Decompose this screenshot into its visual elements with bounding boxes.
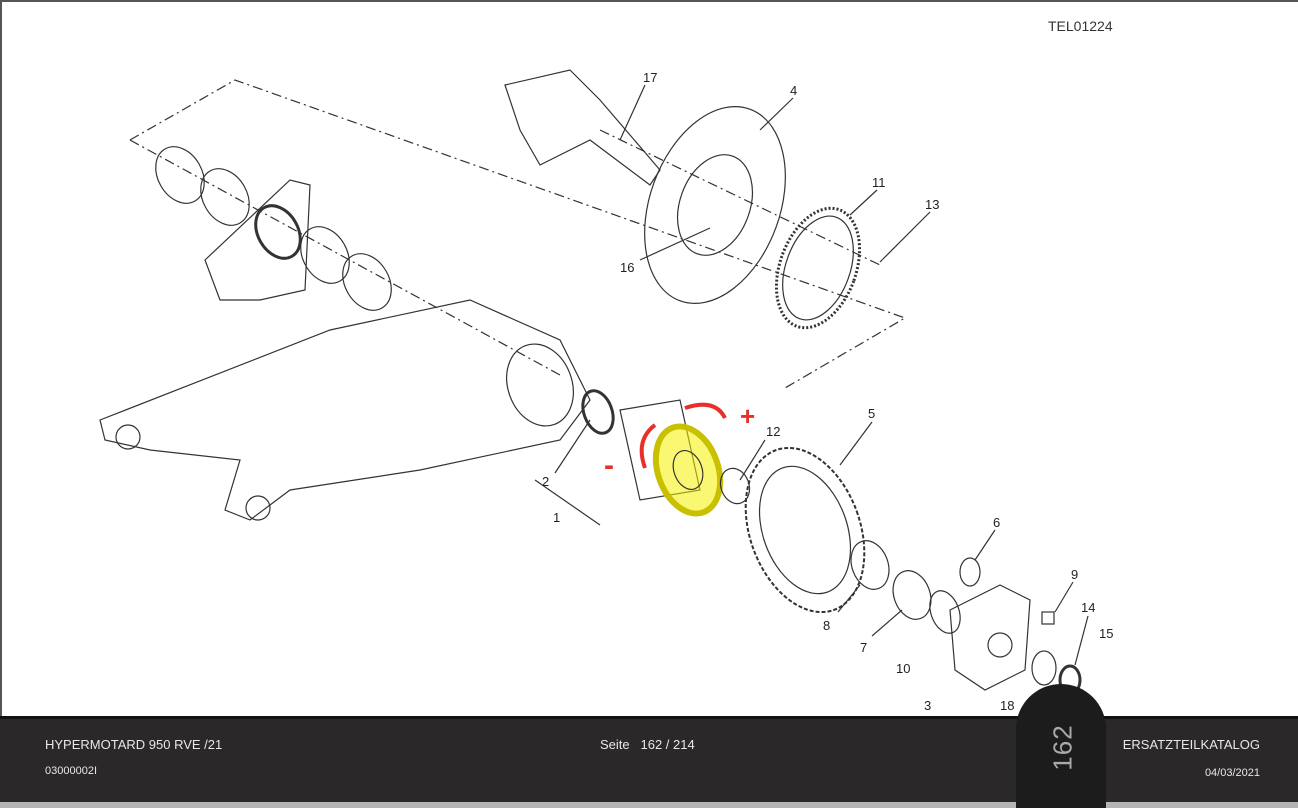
callout-12: 12 <box>766 424 780 439</box>
brake-disc <box>644 106 786 304</box>
bottom-strip <box>0 802 1298 808</box>
dashed-assembly-outline <box>129 79 907 389</box>
page-indicator: Seite 162 / 214 <box>600 737 695 752</box>
abs-ring <box>774 206 862 330</box>
catalog-page: TEL01224 <box>0 0 1298 716</box>
callout-5: 5 <box>868 406 875 421</box>
swingarm <box>99 299 591 521</box>
callout-13: 13 <box>925 197 939 212</box>
plus-annotation: + <box>740 401 755 431</box>
highlighted-nut <box>652 423 724 517</box>
callout-16: 16 <box>620 260 634 275</box>
sprocket <box>744 446 866 614</box>
callout-4: 4 <box>790 83 797 98</box>
callout-2: 2 <box>542 474 549 489</box>
callout-15: 15 <box>1099 626 1113 641</box>
caliper-bracket <box>204 179 311 301</box>
minus-annotation: - <box>604 449 614 482</box>
callout-14: 14 <box>1081 600 1095 615</box>
document-number: 03000002I <box>45 765 97 777</box>
seal-ring <box>155 146 205 204</box>
callout-10: 10 <box>896 661 910 676</box>
callout-3: 3 <box>924 698 931 713</box>
page-tab-number: 162 <box>1047 724 1078 771</box>
eccentric-hub <box>504 69 661 186</box>
callout-1: 1 <box>553 510 560 525</box>
callout-18: 18 <box>1000 698 1014 713</box>
arrow-clockwise <box>684 402 727 420</box>
callout-7: 7 <box>860 640 867 655</box>
sprocket-flange <box>949 584 1031 691</box>
callout-11: 11 <box>872 175 886 190</box>
rotation-arrows <box>639 402 727 469</box>
callout-labels: 17 4 11 13 16 2 1 12 5 6 9 14 15 8 7 10 … <box>542 70 1113 713</box>
callout-17: 17 <box>643 70 657 85</box>
catalog-date: 04/03/2021 <box>1204 767 1260 779</box>
page-number: 162 / 214 <box>640 737 695 752</box>
callout-6: 6 <box>993 515 1000 530</box>
page-tab[interactable]: 162 <box>1016 684 1106 808</box>
catalog-title: ERSATZTEILKATALOG <box>1122 737 1260 752</box>
arrow-counterclockwise <box>639 423 657 469</box>
callout-9: 9 <box>1071 567 1078 582</box>
exploded-diagram: + - 17 4 11 13 16 2 1 12 5 6 9 14 15 8 7… <box>99 69 1113 713</box>
callout-8: 8 <box>823 618 830 633</box>
drawing-code: TEL01224 <box>1048 18 1113 34</box>
model-name: HYPERMOTARD 950 RVE /21 <box>45 737 223 752</box>
page-label: Seite <box>600 737 630 752</box>
